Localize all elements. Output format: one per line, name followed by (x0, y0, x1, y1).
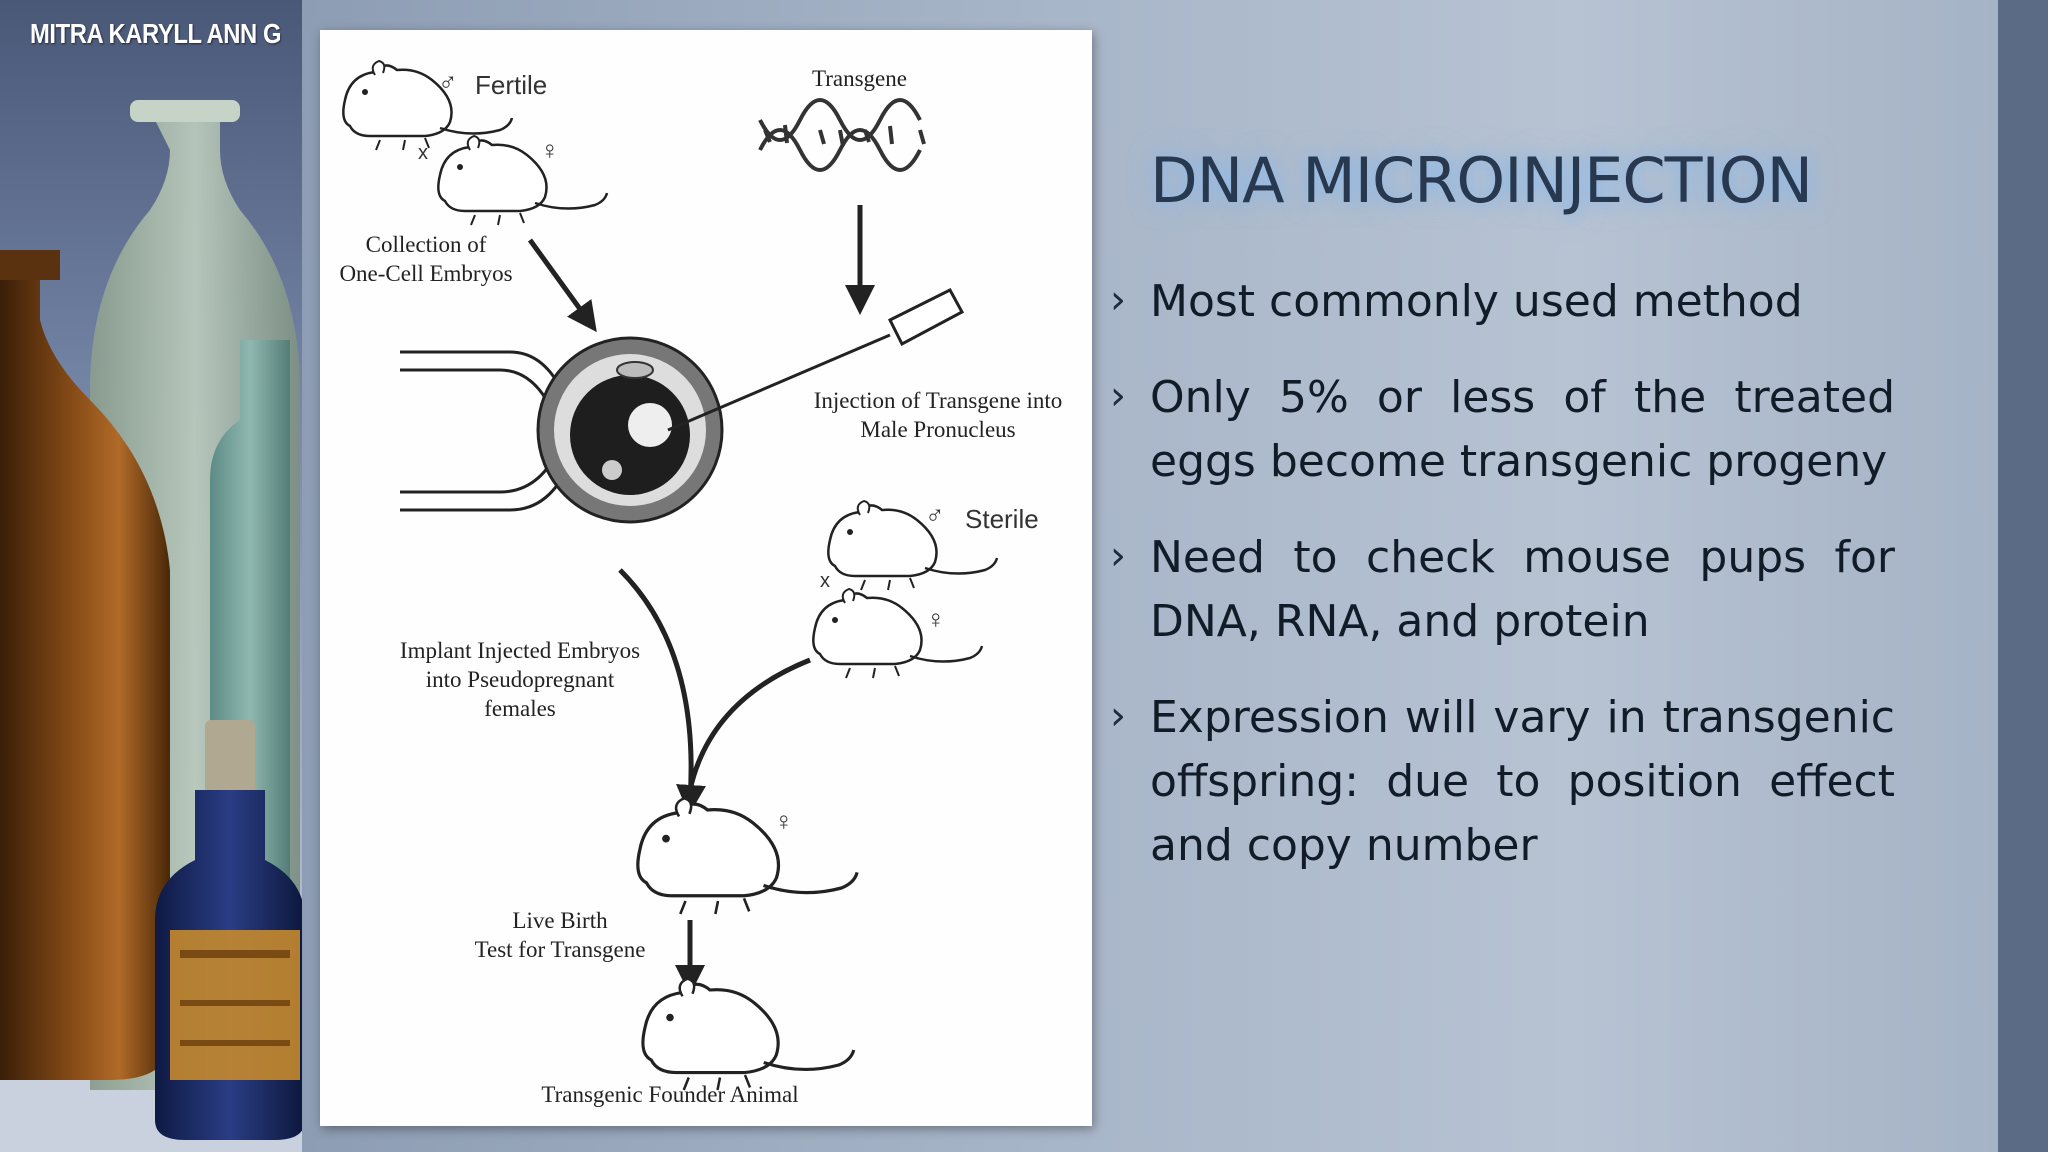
microinjection-diagram: ♂ Fertile x ♀ Transgene Collection of On… (320, 30, 1092, 1126)
label-live-birth-1: Live Birth (512, 908, 608, 933)
cross-symbol: x (418, 142, 428, 164)
bullet-item: › Need to check mouse pups for DNA, RNA,… (1110, 526, 1895, 654)
dna-helix-icon (758, 98, 926, 172)
male-symbol: ♂ (438, 67, 458, 97)
label-founder: Transgenic Founder Animal (541, 1082, 799, 1107)
mouse-founder-icon (641, 977, 856, 1092)
label-collection-1: Collection of (365, 232, 487, 257)
mouse-sterile-female-icon (812, 587, 984, 680)
male-symbol: ♂ (925, 500, 945, 530)
female-symbol: ♀ (774, 806, 794, 836)
slide-title: DNA MICROINJECTION (1150, 144, 1813, 217)
bullet-list: › Most commonly used method › Only 5% or… (1110, 270, 1895, 910)
bullet-text: Only 5% or less of the treated eggs beco… (1150, 372, 1895, 487)
bottles-illustration (0, 100, 302, 1152)
label-collection-2: One-Cell Embryos (339, 261, 513, 286)
author-name: MITRA KARYLL ANN G (30, 18, 282, 49)
label-implant-3: females (484, 696, 556, 721)
bullet-marker: › (1110, 693, 1126, 739)
embryo-icon (536, 336, 724, 524)
label-implant-2: into Pseudopregnant (425, 667, 615, 692)
bottles-photo: MITRA KARYLL ANN G (0, 0, 302, 1152)
mouse-surrogate-icon (636, 796, 859, 916)
female-symbol: ♀ (926, 604, 946, 634)
label-live-birth-2: Test for Transgene (474, 937, 646, 962)
bullet-text: Need to check mouse pups for DNA, RNA, a… (1150, 532, 1895, 647)
bullet-marker: › (1110, 373, 1126, 419)
mouse-fertile-female-icon (437, 134, 609, 227)
injection-needle-icon (667, 333, 891, 432)
cross-symbol: x (820, 570, 830, 592)
bullet-text: Most commonly used method (1150, 276, 1803, 327)
right-edge-bar (1998, 0, 2048, 1152)
arrow-merge-icon (687, 657, 811, 791)
arrow-icon (527, 238, 597, 333)
label-fertile: Fertile (475, 70, 548, 100)
diagram-drawing (342, 59, 999, 1092)
bullet-item: › Most commonly used method (1110, 270, 1895, 334)
bullet-item: › Expression will vary in transgenic off… (1110, 686, 1895, 878)
bullet-text: Expression will vary in transgenic offsp… (1150, 692, 1895, 871)
arrow-implant-icon (618, 568, 706, 815)
female-symbol: ♀ (540, 135, 560, 165)
label-sterile: Sterile (965, 504, 1039, 534)
bullet-marker: › (1110, 277, 1126, 323)
label-injection-1: Injection of Transgene into (813, 388, 1063, 413)
label-transgene: Transgene (812, 66, 907, 91)
bullet-marker: › (1110, 533, 1126, 579)
label-implant-1: Implant Injected Embryos (399, 638, 641, 663)
label-injection-2: Male Pronucleus (860, 417, 1016, 442)
bullet-item: › Only 5% or less of the treated eggs be… (1110, 366, 1895, 494)
